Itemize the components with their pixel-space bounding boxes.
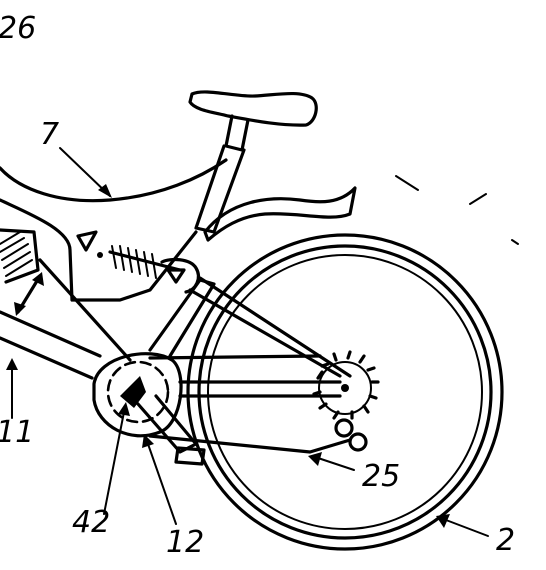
ref-label-fig: 26 bbox=[0, 11, 36, 46]
rear-sprocket bbox=[312, 350, 380, 420]
ref-label-crank-arm: 12 bbox=[166, 525, 204, 560]
main-frame-lower bbox=[0, 198, 198, 302]
arrowhead-42 bbox=[118, 402, 130, 416]
strut-to-seat bbox=[38, 258, 132, 362]
derailleur-pulley-top bbox=[334, 418, 354, 438]
swing-arm-upper-b bbox=[198, 276, 352, 378]
ref-label-chain-stay: 25 bbox=[362, 459, 400, 494]
stray-marks bbox=[395, 175, 519, 245]
travel-arrowhead-top bbox=[32, 272, 44, 286]
leader-2 bbox=[445, 519, 489, 537]
down-tube bbox=[0, 310, 102, 358]
chain-upper bbox=[148, 354, 322, 360]
pivot-mark-left bbox=[76, 230, 98, 252]
arrowhead-12 bbox=[142, 434, 154, 448]
arrowhead-2 bbox=[436, 514, 450, 528]
saddle bbox=[188, 90, 318, 127]
rear-fender bbox=[203, 186, 357, 242]
main-frame bbox=[0, 158, 228, 203]
chain-lower bbox=[148, 434, 352, 454]
ref-label-frame: 7 bbox=[40, 117, 59, 152]
pivot-mark-right bbox=[166, 268, 186, 284]
leader-25 bbox=[317, 457, 355, 471]
travel-arrowhead-bottom bbox=[14, 302, 26, 316]
frame-arrowhead bbox=[98, 184, 112, 198]
seat-post-lower bbox=[194, 144, 246, 234]
arrowhead-11 bbox=[6, 358, 18, 370]
swing-arm-upper bbox=[188, 288, 342, 378]
ref-label-crank-chain: 42 bbox=[72, 505, 110, 540]
ref-label-left-strut: 11 bbox=[0, 415, 34, 450]
rear-wheel bbox=[186, 233, 504, 551]
ref-label-rear-wheel: 2 bbox=[496, 523, 515, 558]
derailleur-pulley-bottom bbox=[348, 432, 368, 452]
seat-stay bbox=[148, 278, 216, 358]
chainring bbox=[92, 352, 183, 438]
front-shock bbox=[0, 228, 40, 284]
pedal bbox=[174, 446, 206, 466]
leader-12 bbox=[147, 443, 177, 525]
down-tube-b bbox=[0, 336, 94, 380]
arrowhead-25 bbox=[308, 452, 322, 466]
seat-post bbox=[224, 114, 250, 152]
leader-42 bbox=[103, 411, 125, 515]
pivot-dot bbox=[97, 252, 103, 258]
